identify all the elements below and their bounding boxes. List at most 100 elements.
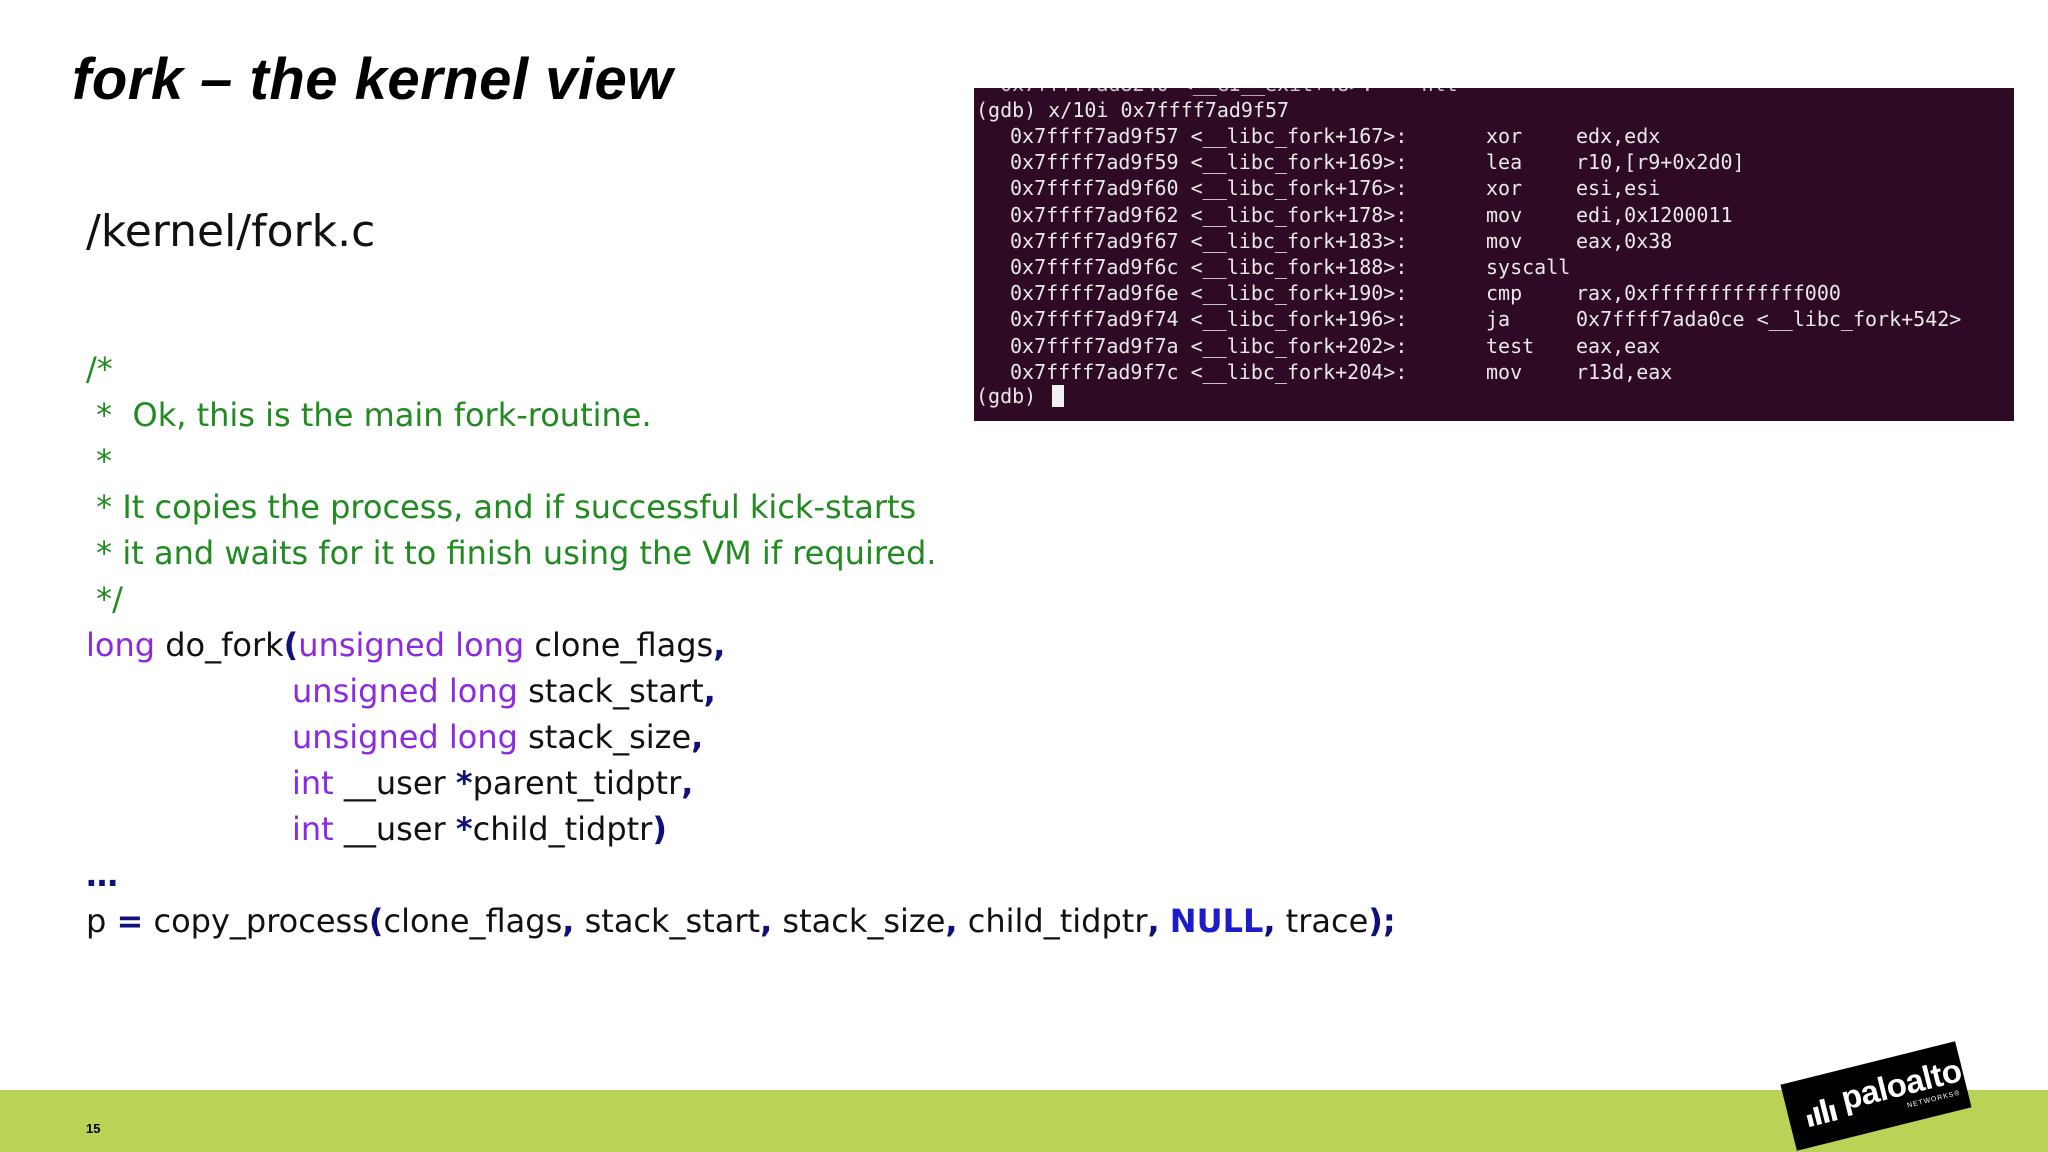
instruction-operands: esi,esi xyxy=(1576,176,1661,201)
terminal-cursor xyxy=(1052,385,1065,407)
code-keyword: unsigned long xyxy=(292,672,518,710)
code-punctuation: * xyxy=(455,810,473,848)
code-param: clone_flags xyxy=(524,626,714,664)
instruction-address: 0x7ffff7ad9f67 <__libc_fork+183>: xyxy=(1010,228,1408,253)
code-punctuation: , xyxy=(703,672,716,710)
code-param: __user xyxy=(333,810,456,848)
code-param-line: int __user *parent_tidptr, xyxy=(86,760,1396,806)
code-comment-line: * it and waits for it to finish using th… xyxy=(86,534,937,572)
code-keyword: int xyxy=(292,764,334,802)
code-listing: /* * Ok, this is the main fork-routine. … xyxy=(86,346,1396,944)
code-punctuation: , xyxy=(562,902,575,940)
code-punctuation: = xyxy=(116,902,144,940)
code-keyword: int xyxy=(292,810,334,848)
instruction-mnemonic: cmp xyxy=(1486,281,1523,306)
code-param-line: int __user *child_tidptr) xyxy=(86,806,1396,852)
disassembly-row: 0x7ffff7ad9f59 <__libc_fork+169>: lea r10,… xyxy=(976,149,2014,175)
code-variable: p xyxy=(86,902,117,940)
code-punctuation: * xyxy=(455,764,473,802)
code-call-line: p = copy_process(clone_flags, stack_star… xyxy=(86,898,1396,944)
code-comment-line: * Ok, this is the main fork-routine. xyxy=(86,396,652,434)
gdb-terminal-screenshot: 0x7ffff7ad8240 <__GI__exit+48>: hlt (gdb… xyxy=(974,88,2014,421)
instruction-operands: r10,[r9+0x2d0] xyxy=(1576,150,1745,175)
instruction-mnemonic: xor xyxy=(1486,176,1523,201)
terminal-clipped-line: 0x7ffff7ad8240 <__GI__exit+48>: hlt xyxy=(976,88,1458,97)
code-punctuation: , xyxy=(945,902,958,940)
code-param: parent_tidptr xyxy=(472,764,682,802)
disassembly-row: 0x7ffff7ad9f6e <__libc_fork+190>: cmp rax,… xyxy=(976,280,2014,306)
disassembly-row: 0x7ffff7ad9f62 <__libc_fork+178>: mov edi,… xyxy=(976,202,2014,228)
footer-band xyxy=(0,1090,2048,1152)
disassembly-row: 0x7ffff7ad9f60 <__libc_fork+176>: xor esi,… xyxy=(976,175,2014,201)
instruction-address: 0x7ffff7ad9f60 <__libc_fork+176>: xyxy=(1010,176,1408,201)
instruction-operands: eax,eax xyxy=(1576,333,1661,358)
instruction-address: 0x7ffff7ad9f62 <__libc_fork+178>: xyxy=(1010,202,1408,227)
code-arg: clone_flags xyxy=(383,902,563,940)
logo-wordmark: paloalto xyxy=(1837,1051,1966,1117)
instruction-address: 0x7ffff7ad9f6e <__libc_fork+190>: xyxy=(1010,281,1408,306)
disassembly-row: 0x7ffff7ad9f74 <__libc_fork+196>: ja 0x7ff… xyxy=(976,306,2014,332)
code-keyword: unsigned long xyxy=(298,626,525,664)
code-param: child_tidptr xyxy=(472,810,653,848)
instruction-address: 0x7ffff7ad9f59 <__libc_fork+169>: xyxy=(1010,150,1408,175)
code-comment-line: * It copies the process, and if successf… xyxy=(86,488,917,526)
code-comment-line: */ xyxy=(86,580,123,618)
instruction-mnemonic: mov xyxy=(1486,228,1523,253)
slide-title: fork – the kernel view xyxy=(72,47,673,112)
instruction-mnemonic: syscall xyxy=(1486,255,1571,279)
code-comment-line: * xyxy=(86,442,113,480)
code-punctuation: , xyxy=(1147,902,1160,940)
code-punctuation: , xyxy=(681,764,694,802)
code-function-name: do_fork xyxy=(155,626,284,664)
code-punctuation: ); xyxy=(1368,902,1396,940)
code-function-name: copy_process xyxy=(143,902,369,940)
instruction-operands: 0x7ffff7ada0ce <__libc_fork+542> xyxy=(1576,307,1962,332)
code-punctuation: , xyxy=(691,718,704,756)
code-arg: stack_start xyxy=(574,902,761,940)
code-param: stack_size xyxy=(517,718,692,756)
instruction-address: 0x7ffff7ad9f74 <__libc_fork+196>: xyxy=(1010,307,1408,332)
code-param-line: unsigned long stack_start, xyxy=(86,668,1396,714)
code-ellipsis: … xyxy=(86,856,118,894)
code-arg: child_tidptr xyxy=(957,902,1148,940)
code-param-line: unsigned long stack_size, xyxy=(86,714,1396,760)
instruction-mnemonic: lea xyxy=(1486,150,1523,175)
instruction-operands: rax,0xfffffffffffff000 xyxy=(1576,281,1841,306)
code-punctuation: , xyxy=(713,626,726,664)
code-keyword: unsigned long xyxy=(292,718,518,756)
disassembly-row: 0x7ffff7ad9f7c <__libc_fork+204>: mov r13d… xyxy=(976,359,2014,385)
instruction-operands: eax,0x38 xyxy=(1576,228,1673,253)
code-arg: trace xyxy=(1275,902,1369,940)
code-param: stack_start xyxy=(517,672,704,710)
disassembly-row: 0x7ffff7ad9f6c <__libc_fork+188>: syscall xyxy=(976,254,2014,280)
instruction-mnemonic: test xyxy=(1486,333,1535,358)
code-signature-line: long do_fork(unsigned long clone_flags, xyxy=(86,622,1396,668)
terminal-command: (gdb) x/10i 0x7ffff7ad9f57 xyxy=(976,98,1290,122)
page-number: 15 xyxy=(86,1121,101,1136)
terminal-prompt: (gdb) xyxy=(976,384,1049,408)
code-punctuation: ( xyxy=(283,626,299,664)
code-comment-line: /* xyxy=(86,350,113,388)
source-file-path: /kernel/fork.c xyxy=(86,206,376,257)
code-punctuation: ) xyxy=(652,810,667,848)
instruction-operands: r13d,eax xyxy=(1576,359,1673,384)
instruction-address: 0x7ffff7ad9f57 <__libc_fork+167>: xyxy=(1010,124,1408,148)
code-punctuation: , xyxy=(1263,902,1276,940)
instruction-mnemonic: mov xyxy=(1486,202,1523,227)
paloalto-mark-icon xyxy=(1806,1098,1838,1128)
code-param: __user xyxy=(333,764,456,802)
code-null-literal: NULL xyxy=(1169,902,1264,940)
instruction-mnemonic: ja xyxy=(1486,307,1511,332)
disassembly-row: 0x7ffff7ad9f67 <__libc_fork+183>: mov eax,… xyxy=(976,228,2014,254)
paloalto-logo: paloalto NETWORKS® xyxy=(1780,1041,1972,1151)
terminal-prompt-line: (gdb) xyxy=(976,383,1065,409)
instruction-address: 0x7ffff7ad9f6c <__libc_fork+188>: xyxy=(1010,255,1408,279)
instruction-mnemonic: mov xyxy=(1486,359,1523,384)
instruction-operands: edi,0x1200011 xyxy=(1576,202,1733,227)
code-punctuation: ( xyxy=(368,902,384,940)
instruction-address: 0x7ffff7ad9f7c <__libc_fork+204>: xyxy=(1010,359,1408,384)
code-punctuation: , xyxy=(760,902,773,940)
